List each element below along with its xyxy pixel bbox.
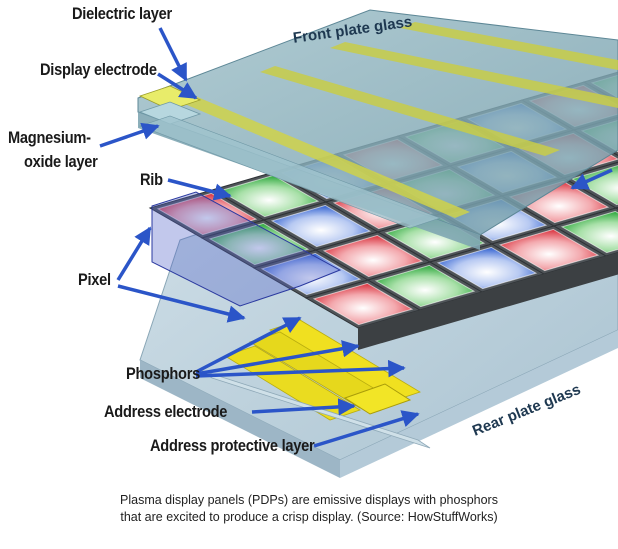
arrow-display-electrode [157, 72, 198, 100]
phosphor-cell [208, 222, 310, 266]
callout-arrows [99, 27, 613, 448]
phosphor-cell [374, 264, 476, 308]
caption-line-1: Plasma display panels (PDPs) are emissiv… [120, 493, 498, 507]
phosphor-cell [270, 204, 372, 248]
label-magnesium-oxide-line1: Magnesium- [8, 128, 91, 147]
arrow-address-protective [313, 410, 420, 448]
arrow-dielectric [158, 27, 188, 82]
label-phosphors: Phosphors [126, 364, 201, 383]
pixel-highlight [151, 191, 342, 307]
arrow-phosphor-1 [195, 316, 302, 374]
display-electrode-stack [138, 85, 441, 229]
label-display-electrode: Display electrode [40, 60, 157, 79]
arrow-pixel-1 [116, 226, 152, 281]
phosphor-cell [322, 234, 424, 278]
label-address-protective-layer: Address protective layer [150, 436, 315, 455]
arrow-address-electrode [251, 398, 356, 416]
label-pixel: Pixel [78, 270, 111, 289]
phosphor-cell [436, 246, 538, 290]
phosphor-cell [312, 282, 414, 326]
caption-line-2: that are excited to produce a crisp disp… [120, 510, 498, 524]
phosphor-cell [218, 174, 320, 218]
figure-caption: Plasma display panels (PDPs) are emissiv… [0, 492, 618, 526]
arrow-rib-right [570, 168, 613, 190]
phosphor-cell [260, 252, 362, 296]
phosphor-cell [156, 192, 258, 236]
label-magnesium-oxide-line2: oxide layer [24, 152, 98, 171]
phosphor-cell [498, 228, 600, 272]
label-dielectric-layer: Dielectric layer [72, 4, 172, 23]
arrow-pixel-2 [117, 284, 246, 323]
phosphor-cell [560, 210, 618, 254]
label-rib: Rib [140, 170, 163, 189]
phosphor-cell [570, 164, 618, 206]
arrow-phosphor-2 [195, 340, 360, 376]
rib-front-wall [358, 252, 618, 350]
arrow-rib [167, 178, 232, 201]
arrow-phosphor-3 [195, 359, 406, 378]
arrow-mgo [99, 122, 160, 148]
label-address-electrode: Address electrode [104, 402, 228, 421]
